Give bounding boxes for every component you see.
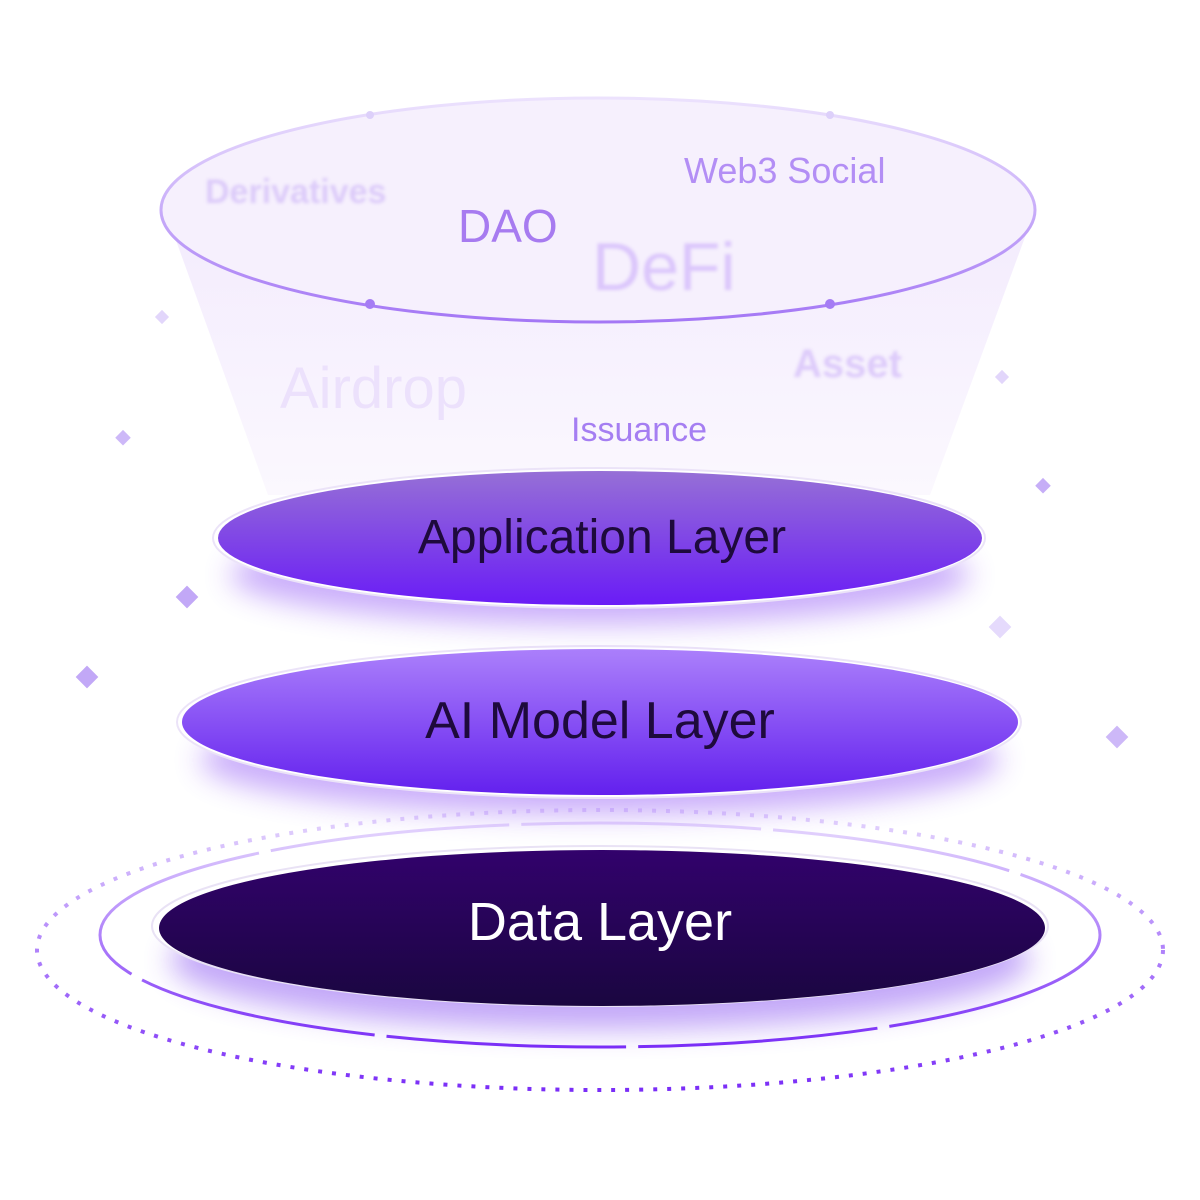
ai-model-layer-label: AI Model Layer bbox=[425, 692, 775, 750]
diamond-icon bbox=[75, 665, 99, 689]
diamond-icon bbox=[1105, 725, 1129, 749]
application-layer-label: Application Layer bbox=[418, 511, 786, 564]
diamond-icon bbox=[1035, 477, 1051, 494]
use-case-issuance: Issuance bbox=[571, 411, 707, 449]
solid-orbit bbox=[98, 821, 1102, 1049]
diamond-icon bbox=[994, 369, 1010, 385]
use-case-web3-social: Web3 Social bbox=[684, 150, 885, 191]
use-case-dao: DAO bbox=[458, 200, 558, 252]
application-layer-disc[interactable] bbox=[218, 471, 982, 605]
use-case-asset: Asset bbox=[793, 342, 902, 386]
ai-model-layer-disc[interactable] bbox=[182, 649, 1018, 795]
diamond-icon bbox=[175, 585, 199, 609]
use-case-derivatives: Derivatives bbox=[205, 173, 386, 211]
diamond-icons bbox=[75, 309, 1129, 749]
diamond-icon bbox=[154, 309, 170, 325]
data-layer-disc[interactable] bbox=[159, 850, 1045, 1006]
ring-dots bbox=[365, 111, 835, 309]
use-case-defi: DeFi bbox=[592, 229, 736, 305]
top-ellipse-ring bbox=[159, 96, 1037, 324]
top-ellipse-fill bbox=[161, 98, 1035, 322]
use-case-airdrop: Airdrop bbox=[280, 356, 467, 421]
data-layer-label: Data Layer bbox=[468, 892, 732, 952]
diamond-icon bbox=[988, 615, 1012, 639]
diamond-icon bbox=[115, 429, 131, 446]
